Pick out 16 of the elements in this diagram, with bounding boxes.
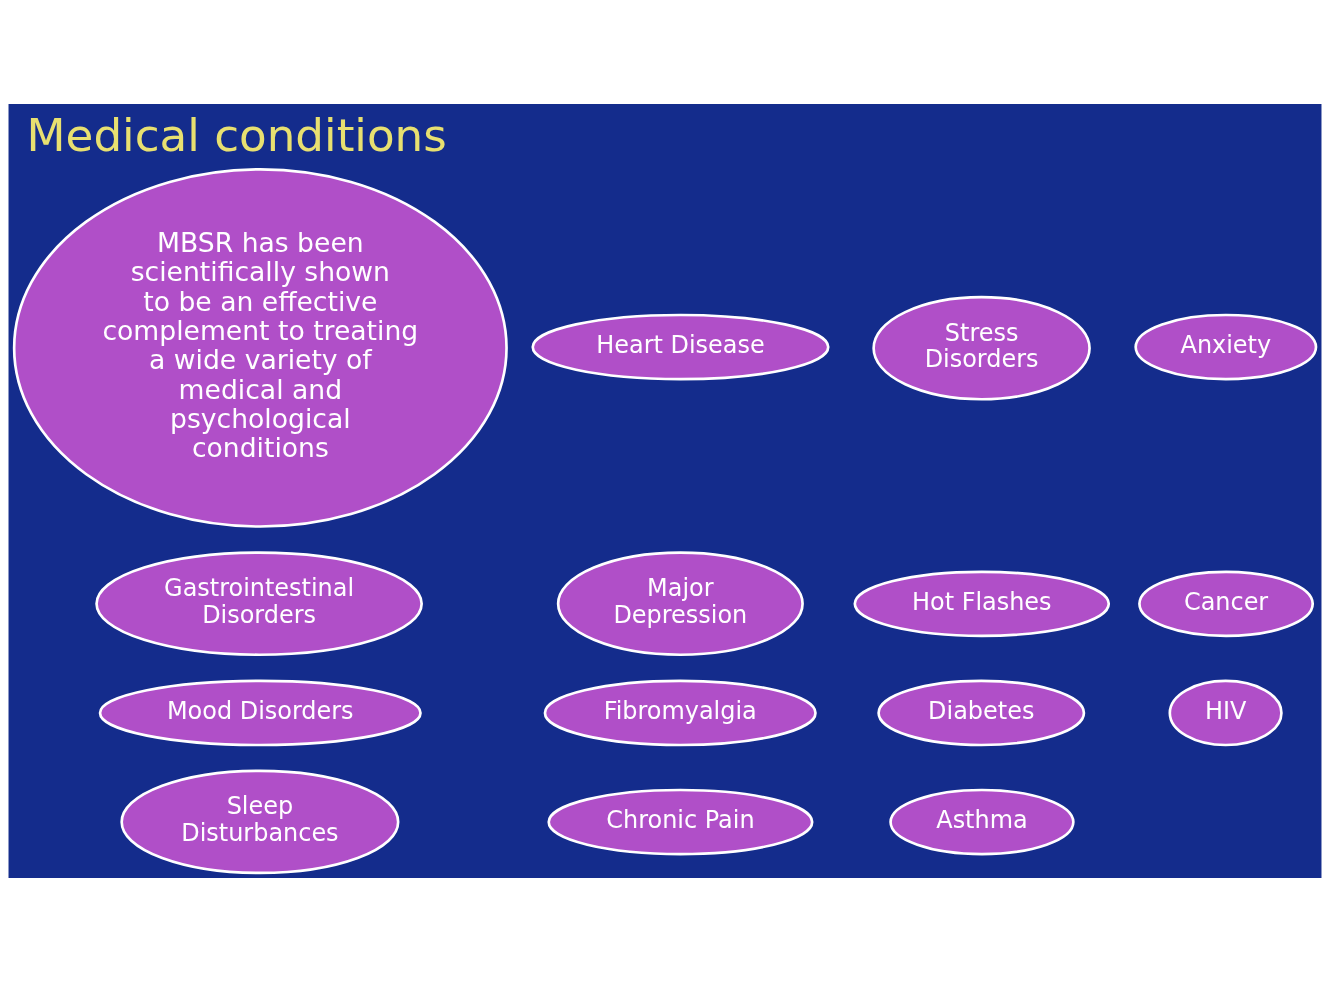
node-ellipse: Fibromyalgia [543, 679, 817, 747]
node-ellipse: Heart Disease [531, 313, 830, 381]
node-ellipse: HIV [1168, 679, 1283, 747]
node-ellipse: Sleep Disturbances [120, 769, 400, 875]
node-ellipse: Gastrointestinal Disorders [95, 551, 423, 657]
diagram-title: Medical conditions [26, 108, 447, 162]
node-ellipse: Asthma [889, 788, 1075, 856]
node-ellipse: Anxiety [1134, 313, 1318, 381]
node-ellipse: Hot Flashes [853, 570, 1111, 638]
node-ellipse: Chronic Pain [547, 788, 814, 856]
node-ellipse: Major Depression [556, 551, 804, 657]
node-ellipse: MBSR has been scientifically shown to be an effective complement to treating a wide variety of medical and psychological conditions [12, 168, 508, 528]
node-ellipse: Stress Disorders [872, 295, 1091, 401]
node-ellipse: Cancer [1138, 570, 1315, 638]
node-ellipse: Mood Disorders [98, 679, 422, 747]
node-ellipse: Diabetes [877, 679, 1086, 747]
